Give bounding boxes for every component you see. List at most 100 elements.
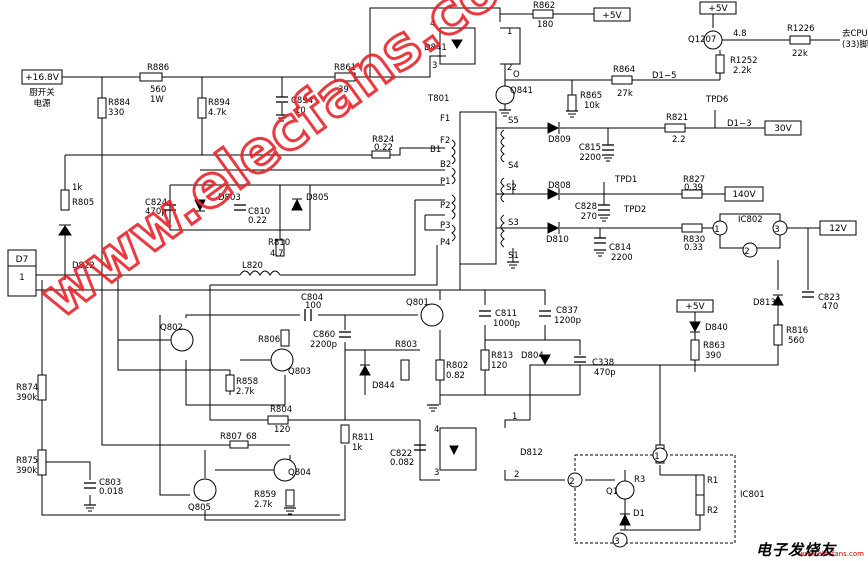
svg-text:R2: R2 — [707, 506, 718, 516]
svg-text:F1: F1 — [440, 114, 450, 124]
svg-text:P3: P3 — [440, 221, 451, 231]
watermark-text: www.elecfans.com — [28, 0, 561, 331]
svg-text:2.2k: 2.2k — [733, 66, 752, 76]
svg-text:120: 120 — [274, 425, 290, 435]
svg-text:330: 330 — [108, 108, 124, 118]
svg-text:S5: S5 — [508, 116, 519, 126]
output-30v: 30V — [764, 120, 802, 136]
supply-5v-top: +5V — [593, 7, 631, 22]
svg-text:(33)脚: (33)脚 — [842, 39, 868, 50]
svg-text:T801: T801 — [427, 94, 449, 104]
svg-text:TPD1: TPD1 — [614, 175, 637, 185]
svg-text:R861: R861 — [334, 63, 356, 73]
svg-text:4: 4 — [430, 19, 435, 29]
svg-text:0.018: 0.018 — [99, 487, 123, 497]
svg-text:C814: C814 — [609, 243, 631, 253]
svg-text:0.22: 0.22 — [248, 216, 267, 226]
svg-text:560: 560 — [150, 85, 166, 95]
svg-text:1: 1 — [654, 452, 659, 462]
svg-text:R863: R863 — [703, 341, 725, 351]
svg-text:R858: R858 — [236, 377, 258, 387]
svg-text:D1−5: D1−5 — [652, 71, 676, 81]
svg-text:+16.8V: +16.8V — [25, 73, 60, 83]
svg-text:IC801: IC801 — [740, 490, 765, 500]
svg-text:S1: S1 — [508, 251, 519, 261]
d7-connector: D7 1 — [7, 249, 37, 297]
other-labels: T801 L820 IC802 IC801 R1 R2 R3 TPD6 TPD1… — [242, 29, 765, 516]
svg-text:D810: D810 — [546, 235, 569, 245]
svg-text:3: 3 — [432, 61, 437, 71]
svg-text:R821: R821 — [666, 113, 688, 123]
svg-text:D809: D809 — [548, 135, 571, 145]
svg-text:C828: C828 — [575, 202, 597, 212]
supply-5v-right: +5V — [699, 1, 737, 15]
svg-text:C804: C804 — [301, 293, 323, 303]
svg-text:+5V: +5V — [685, 302, 705, 312]
svg-text:S4: S4 — [508, 161, 519, 171]
output-12v: 12V — [819, 220, 857, 236]
svg-text:2: 2 — [744, 247, 749, 257]
svg-text:Q805: Q805 — [188, 503, 211, 513]
svg-text:R806: R806 — [258, 335, 280, 345]
svg-text:D840: D840 — [705, 323, 728, 333]
svg-text:R803: R803 — [395, 340, 417, 350]
svg-text:27k: 27k — [617, 89, 633, 99]
svg-text:R859: R859 — [254, 490, 276, 500]
svg-text:R3: R3 — [634, 475, 645, 485]
svg-text:D803: D803 — [218, 193, 241, 203]
svg-text:22k: 22k — [792, 49, 808, 59]
svg-text:R805: R805 — [72, 198, 94, 208]
svg-text:Q804: Q804 — [288, 468, 311, 478]
svg-text:C894: C894 — [291, 96, 313, 106]
svg-text:C822: C822 — [390, 449, 412, 459]
svg-text:470: 470 — [822, 302, 838, 312]
svg-text:R894: R894 — [208, 98, 230, 108]
svg-text:0.33: 0.33 — [684, 243, 703, 253]
output-140v: 140V — [724, 186, 764, 202]
svg-text:D822: D822 — [72, 261, 95, 271]
svg-text:2.2: 2.2 — [672, 135, 686, 145]
svg-text:+5V: +5V — [602, 11, 622, 21]
svg-text:120: 120 — [491, 361, 507, 371]
svg-text:R886: R886 — [147, 63, 169, 73]
svg-text:P4: P4 — [440, 238, 451, 248]
svg-text:Q801: Q801 — [406, 298, 429, 308]
svg-text:R1226: R1226 — [787, 24, 815, 34]
svg-text:3: 3 — [614, 537, 619, 547]
svg-text:0.082: 0.082 — [390, 458, 414, 468]
svg-text:R865: R865 — [580, 91, 602, 101]
svg-text:10: 10 — [295, 106, 306, 116]
capacitor-labels: C894 10 C815 2200 C828 270 C814 2200 C82… — [99, 96, 840, 497]
svg-text:180: 180 — [537, 20, 553, 30]
svg-text:4.7k: 4.7k — [208, 108, 227, 118]
supply-168v: +16.8V 厨开关 电源 — [21, 69, 63, 109]
svg-text:Q1: Q1 — [606, 487, 618, 497]
svg-text:1: 1 — [507, 27, 512, 37]
svg-text:R827: R827 — [683, 175, 705, 185]
svg-text:1k: 1k — [72, 183, 82, 193]
svg-text:390k: 390k — [16, 393, 37, 403]
logo-url: www.elecfans.com — [798, 550, 864, 558]
svg-text:B1: B1 — [430, 145, 441, 155]
svg-text:390: 390 — [705, 351, 721, 361]
svg-text:C824: C824 — [145, 198, 167, 208]
svg-text:R824: R824 — [372, 135, 394, 145]
svg-text:140V: 140V — [732, 190, 756, 200]
svg-text:C338: C338 — [592, 358, 614, 368]
svg-text:B2: B2 — [440, 160, 451, 170]
logo-text: 电子发烧友 — [756, 541, 837, 559]
svg-text:D844: D844 — [372, 381, 395, 391]
svg-text:R864: R864 — [613, 65, 635, 75]
svg-text:R862: R862 — [533, 1, 555, 11]
svg-text:D841: D841 — [424, 43, 447, 53]
capacitor-plates — [84, 96, 814, 489]
svg-text:C815: C815 — [579, 143, 601, 153]
svg-text:Q803: Q803 — [288, 367, 311, 377]
svg-text:2200p: 2200p — [310, 340, 337, 350]
svg-text:R816: R816 — [786, 326, 808, 336]
transistor-symbols — [170, 30, 723, 502]
svg-text:0.82: 0.82 — [446, 371, 465, 381]
svg-text:R1: R1 — [707, 476, 718, 486]
svg-text:P1: P1 — [440, 177, 451, 187]
svg-text:1W: 1W — [150, 95, 164, 105]
